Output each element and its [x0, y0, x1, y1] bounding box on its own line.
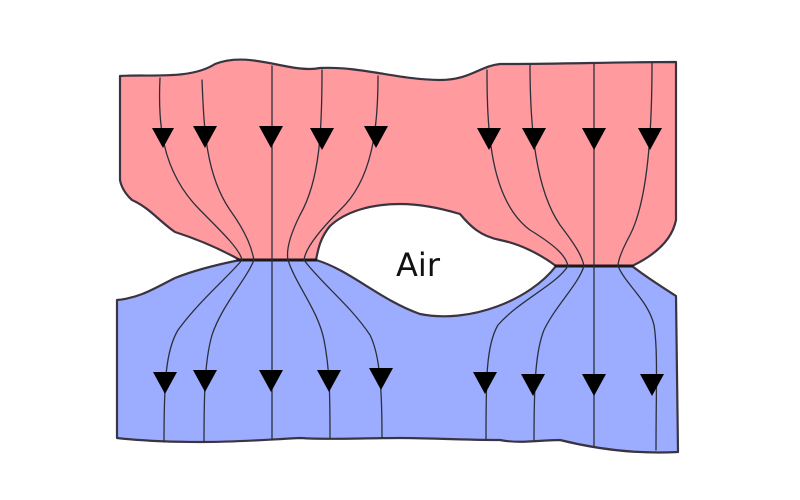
downward-arrow-icon	[473, 372, 497, 394]
upper-solid	[118, 58, 678, 268]
flux-line	[617, 61, 653, 267]
flux-line	[486, 69, 569, 267]
flux-line	[485, 265, 569, 441]
lower-arrowheads	[153, 368, 664, 396]
upper-solid-body	[118, 58, 678, 268]
flux-line	[303, 75, 379, 261]
flux-line	[201, 79, 255, 261]
flux-line	[287, 259, 331, 439]
downward-arrow-icon	[521, 374, 545, 396]
upper-arrowheads	[152, 126, 662, 150]
downward-arrow-icon	[640, 374, 664, 396]
upper-flux-lines	[158, 61, 653, 267]
flux-line	[158, 77, 243, 261]
flux-line	[617, 265, 658, 451]
downward-arrow-icon	[317, 370, 341, 392]
downward-arrow-icon	[522, 128, 546, 150]
flux-line	[529, 63, 585, 267]
downward-arrow-icon	[152, 128, 174, 148]
flux-line	[286, 69, 323, 261]
downward-arrow-icon	[259, 370, 283, 392]
flux-line	[163, 259, 243, 443]
downward-arrow-icon	[369, 368, 393, 390]
downward-arrow-icon	[193, 126, 217, 148]
downward-arrow-icon	[582, 374, 606, 396]
downward-arrow-icon	[259, 126, 283, 148]
downward-arrow-icon	[582, 128, 606, 150]
downward-arrow-icon	[310, 128, 334, 150]
flux-line	[303, 259, 383, 439]
downward-arrow-icon	[364, 126, 388, 148]
downward-arrow-icon	[477, 128, 501, 150]
flux-line	[533, 265, 585, 441]
flux-line	[203, 259, 255, 443]
downward-arrow-icon	[153, 372, 177, 394]
lower-flux-lines	[163, 259, 658, 451]
downward-arrow-icon	[638, 128, 662, 150]
downward-arrow-icon	[193, 370, 217, 392]
air-gap-label: Air	[396, 246, 441, 284]
